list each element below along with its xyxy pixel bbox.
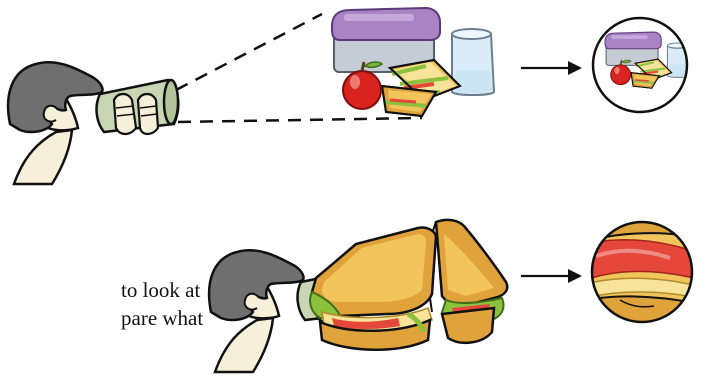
zoomed-view-circle-icon (580, 215, 700, 330)
child-with-telescope-icon (8, 62, 178, 184)
caption-line-1: to look at (121, 276, 203, 304)
arrow-right-icon (521, 61, 582, 75)
caption-line-2: pare what (121, 304, 203, 332)
wide-view-circle-icon (593, 18, 689, 112)
lunch-scene-icon (332, 8, 494, 116)
caption-text: to look at pare what (121, 276, 203, 332)
arrow-right-icon-bottom (521, 269, 582, 283)
sandwich-closeup-icon (310, 220, 507, 350)
